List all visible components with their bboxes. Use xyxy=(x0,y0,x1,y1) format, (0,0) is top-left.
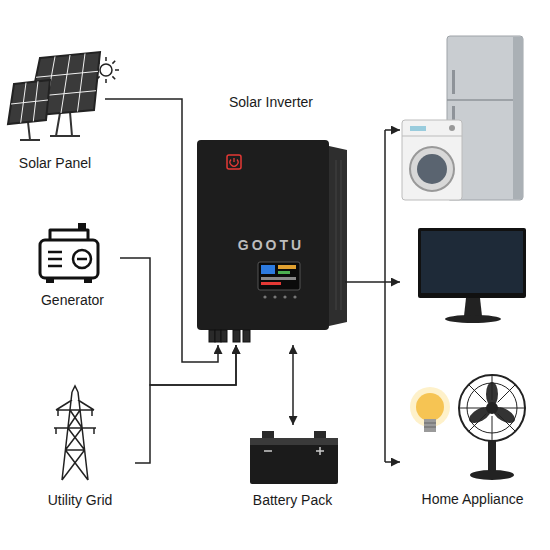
inverter-port xyxy=(209,330,215,342)
washer-panel xyxy=(402,136,462,137)
inverter-node: Solar InverterGOOTU xyxy=(197,140,345,345)
inverter-side xyxy=(329,146,347,326)
generator-dial xyxy=(73,250,91,268)
washer-knob xyxy=(449,125,455,131)
tv-stand xyxy=(464,298,482,316)
screen-block xyxy=(278,271,290,274)
brand-label: GOOTU xyxy=(187,236,355,254)
inverter-port xyxy=(233,330,240,342)
fan-grill xyxy=(459,375,525,441)
solar-panel-illustration xyxy=(8,52,100,140)
sun-disc xyxy=(100,64,112,76)
washer-door xyxy=(410,147,454,191)
node-label: Utility Grid xyxy=(15,491,145,509)
panel-grid xyxy=(11,81,48,122)
power-button xyxy=(227,155,241,169)
power-connector xyxy=(345,281,400,283)
power-connector xyxy=(135,345,236,463)
bulb-glass xyxy=(416,393,444,421)
solar-panel-small xyxy=(8,80,50,124)
tv-illustration xyxy=(418,228,526,323)
generator-body xyxy=(40,240,98,278)
fan-illustration xyxy=(459,375,525,480)
source-node: Generator xyxy=(25,220,120,312)
generator-vents xyxy=(48,252,62,266)
panel-legs xyxy=(50,112,80,136)
node-label: Battery Pack xyxy=(230,491,355,509)
battery-illustration xyxy=(250,431,338,484)
storage-node: Battery Pack xyxy=(240,425,345,510)
fan-hub xyxy=(486,402,498,414)
bulb-base xyxy=(424,419,436,432)
power-connector xyxy=(120,258,236,385)
bulb-thread xyxy=(424,423,436,427)
fridge-door-split xyxy=(447,99,513,101)
fridge-handle xyxy=(452,70,455,94)
load-node: Home Appliance xyxy=(400,30,545,512)
battery-terminal xyxy=(262,431,274,439)
fan-base xyxy=(470,470,514,480)
generator-foot xyxy=(84,278,92,283)
inverter-body xyxy=(197,140,329,330)
fan-grill-ring xyxy=(467,383,517,433)
power-symbol xyxy=(230,158,238,166)
source-node: Utility Grid xyxy=(25,385,135,510)
washer-body xyxy=(402,120,462,200)
inverter-port xyxy=(243,330,250,342)
panel-legs xyxy=(20,122,40,140)
fan-cage xyxy=(459,375,525,441)
fridge-side xyxy=(513,37,523,199)
inverter-key xyxy=(263,295,266,298)
power-connector xyxy=(105,99,218,362)
inverter-grooves xyxy=(336,160,341,310)
screen-block xyxy=(261,277,296,280)
battery-body xyxy=(250,438,338,484)
inverter-key xyxy=(273,295,276,298)
inverter-port xyxy=(221,330,227,342)
screen-block xyxy=(261,265,275,274)
inverter-key xyxy=(293,295,296,298)
inverter-port xyxy=(215,330,221,342)
transmission-tower xyxy=(54,386,96,480)
tv-base xyxy=(445,315,501,323)
edge-group xyxy=(105,99,400,463)
inverter-screen xyxy=(258,262,300,290)
bulb-illustration xyxy=(410,387,450,432)
generator-dial-mark xyxy=(77,258,87,261)
power-connector xyxy=(292,345,294,425)
washer-window xyxy=(417,154,447,184)
generator-foot xyxy=(46,278,54,283)
battery-terminal xyxy=(314,431,326,439)
generator-icon xyxy=(40,223,98,283)
battery-lid xyxy=(250,438,338,445)
washer-illustration xyxy=(402,120,462,200)
tv-screen xyxy=(421,231,523,293)
polarity-marks xyxy=(264,447,324,455)
node-label: Solar Panel xyxy=(0,154,115,172)
source-node: Solar Panel xyxy=(5,50,105,175)
branch-arrow xyxy=(385,129,400,131)
inverter-key xyxy=(283,295,286,298)
distribution-bus xyxy=(384,130,386,462)
generator-cap xyxy=(78,223,86,230)
screen-block xyxy=(261,282,281,285)
washer-display xyxy=(410,126,426,131)
node-label: Home Appliance xyxy=(390,490,550,508)
screen-block xyxy=(278,265,296,269)
node-label: Generator xyxy=(15,291,130,309)
branch-arrow xyxy=(385,461,400,463)
tv-frame xyxy=(418,228,526,298)
fan-stand xyxy=(488,441,496,471)
node-label: Solar Inverter xyxy=(187,93,355,111)
